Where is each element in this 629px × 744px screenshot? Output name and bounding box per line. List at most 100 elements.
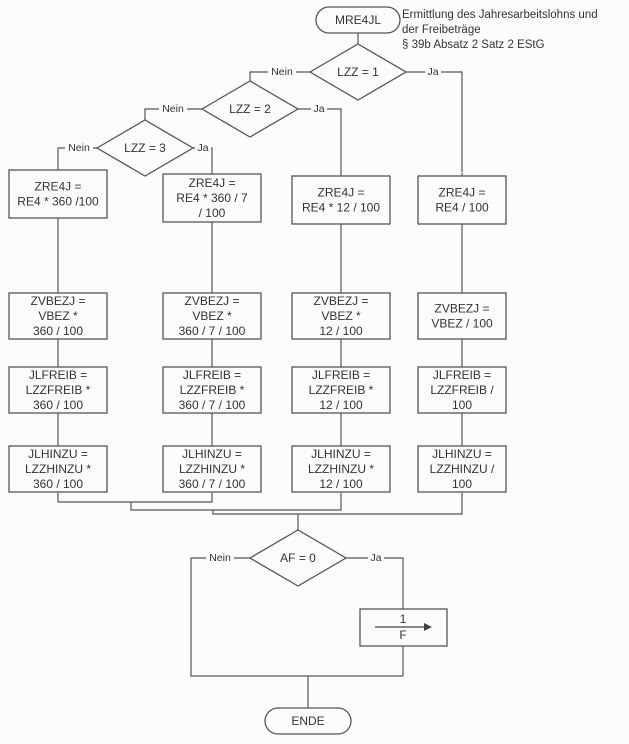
process-zre4j-col1-line: RE4 * 360 /100 [17, 195, 99, 209]
process-jlhinzu-col1 [8, 445, 108, 493]
process-jlfreib-col4-line: JLFREIB = [433, 368, 491, 382]
process-zvbezj-col3-line: VBEZ * [321, 309, 361, 323]
process-zvbezj-col2 [162, 292, 262, 340]
process-zvbezj-col1 [8, 292, 108, 340]
flowchart-shapes: MRE4JL Ermittlung des Jahresarbeitslohns … [8, 6, 598, 735]
merge-col1-col2 [57, 493, 213, 503]
process-zre4j-col2-line: RE4 * 360 / 7 [176, 191, 248, 205]
lzz1-no-label-bg [268, 66, 296, 78]
process-zre4j-col3-line: RE4 * 12 / 100 [302, 201, 380, 215]
assign-target: F [399, 628, 406, 642]
process-jlfreib-col1 [8, 366, 108, 414]
process-jlfreib-col3-line: LZZFREIB * [309, 383, 374, 397]
lzz1-no-label: Nein [271, 66, 293, 78]
process-zvbezj-col4-line: VBEZ / 100 [431, 317, 493, 331]
process-zre4j-col2-line: / 100 [199, 206, 226, 220]
process-zre4j-col4-line: ZRE4J = [438, 186, 485, 200]
af-yes-line [346, 557, 404, 609]
process-zre4j-col4-line: RE4 / 100 [435, 201, 489, 215]
af-no-label-bg [206, 552, 234, 564]
process-jlhinzu-col1-line: 360 / 100 [33, 477, 83, 491]
decision-lzz3 [95, 119, 195, 177]
process-jlhinzu-col3-line: 12 / 100 [319, 477, 363, 491]
process-jlfreib-col1-line: LZZFREIB * [26, 383, 91, 397]
lzz2-yes-line [298, 108, 342, 172]
af-no-label: Nein [209, 552, 231, 564]
process-jlhinzu-col1-line: LZZHINZU * [25, 462, 91, 476]
process-zvbezj-col2-line: ZVBEZJ = [184, 294, 239, 308]
lzz2-no-label-bg [159, 103, 187, 115]
decision-lzz1 [308, 43, 408, 101]
process-jlhinzu-col3-line: JLHINZU = [311, 447, 371, 461]
process-jlfreib-col1-line: JLFREIB = [29, 368, 87, 382]
process-zre4j-col1-line: ZRE4J = [34, 180, 81, 194]
lzz2-yes-label: Ja [313, 103, 324, 115]
process-zvbezj-col1-line: ZVBEZJ = [30, 294, 85, 308]
process-jlhinzu-col4-line: 100 [452, 477, 472, 491]
decision-lzz2-label: LZZ = 2 [229, 102, 271, 116]
process-jlfreib-col3-line: JLFREIB = [312, 368, 370, 382]
process-jlfreib-col1-line: 360 / 100 [33, 398, 83, 412]
start-terminal [315, 6, 401, 34]
end-terminal [264, 707, 352, 735]
process-zvbezj-col4-line: ZVBEZJ = [434, 302, 489, 316]
lzz3-no-label-bg [65, 142, 93, 154]
process-zvbezj-col2-line: VBEZ * [192, 309, 232, 323]
title-note-line: § 39b Absatz 2 Satz 2 EStG [402, 39, 545, 51]
process-jlfreib-col2 [162, 366, 262, 414]
process-zvbezj-col1-line: VBEZ * [38, 309, 78, 323]
lzz1-yes-label: Ja [427, 66, 438, 78]
process-jlfreib-col3-line: 12 / 100 [319, 398, 363, 412]
process-jlhinzu-col2-line: JLHINZU = [182, 447, 242, 461]
process-jlfreib-col3 [291, 366, 391, 414]
lzz3-yes-label-bg [195, 142, 211, 154]
assign-value: 1 [400, 612, 407, 626]
title-note-line: Ermittlung des Jahresarbeitslohns und [402, 9, 598, 21]
merge-col123-col4 [212, 493, 463, 515]
decision-lzz2 [200, 80, 300, 138]
lzz2-yes-label-bg [311, 103, 327, 115]
process-jlfreib-col2-line: LZZFREIB * [180, 383, 245, 397]
merge-col12-col3 [130, 493, 342, 511]
af-yes-label: Ja [370, 552, 381, 564]
process-jlhinzu-col2-line: 360 / 7 / 100 [179, 477, 246, 491]
process-jlfreib-col2-line: JLFREIB = [183, 368, 241, 382]
process-zvbezj-col3-line: 12 / 100 [319, 324, 363, 338]
end-terminal-label: ENDE [291, 714, 324, 728]
lzz1-yes-line [406, 71, 463, 172]
af-yes-label-bg [368, 552, 384, 564]
process-jlhinzu-col2 [162, 445, 262, 493]
process-jlfreib-col4-line: 100 [452, 398, 472, 412]
decision-af-label: AF = 0 [280, 551, 316, 565]
process-jlhinzu-col4 [417, 445, 507, 493]
lzz1-yes-label-bg [425, 66, 441, 78]
decision-lzz3-label: LZZ = 3 [124, 141, 166, 155]
process-zvbezj-col3-line: ZVBEZJ = [313, 294, 368, 308]
process-jlhinzu-col1-line: JLHINZU = [28, 447, 88, 461]
process-jlfreib-col4 [417, 366, 507, 414]
process-jlfreib-col4-line: LZZFREIB / [430, 383, 494, 397]
process-jlhinzu-col2-line: LZZHINZU * [179, 462, 245, 476]
process-zvbezj-col3 [291, 292, 391, 340]
process-zre4j-col3-line: ZRE4J = [317, 186, 364, 200]
decision-af [248, 529, 348, 587]
process-zre4j-col1 [8, 169, 108, 219]
process-zre4j-col3 [291, 175, 391, 225]
process-zvbezj-col2-line: 360 / 7 / 100 [179, 324, 246, 338]
process-jlhinzu-col3 [291, 445, 391, 493]
arrow-right-icon [424, 623, 432, 631]
process-jlhinzu-col4-line: JLHINZU = [432, 447, 492, 461]
process-jlhinzu-col3-line: LZZHINZU * [308, 462, 374, 476]
process-zvbezj-col4 [417, 292, 507, 340]
title-note-line: der Freibeträge [402, 24, 481, 36]
start-terminal-label: MRE4JL [335, 13, 381, 27]
lzz3-yes-label: Ja [197, 142, 208, 154]
process-jlfreib-col2-line: 360 / 7 / 100 [179, 398, 246, 412]
process-zre4j-col2-line: ZRE4J = [188, 176, 235, 190]
lzz3-no-label: Nein [68, 142, 90, 154]
lzz2-no-label: Nein [162, 103, 184, 115]
process-zre4j-col4 [417, 175, 507, 225]
process-zre4j-col2 [162, 173, 262, 223]
decision-lzz1-label: LZZ = 1 [337, 65, 379, 79]
